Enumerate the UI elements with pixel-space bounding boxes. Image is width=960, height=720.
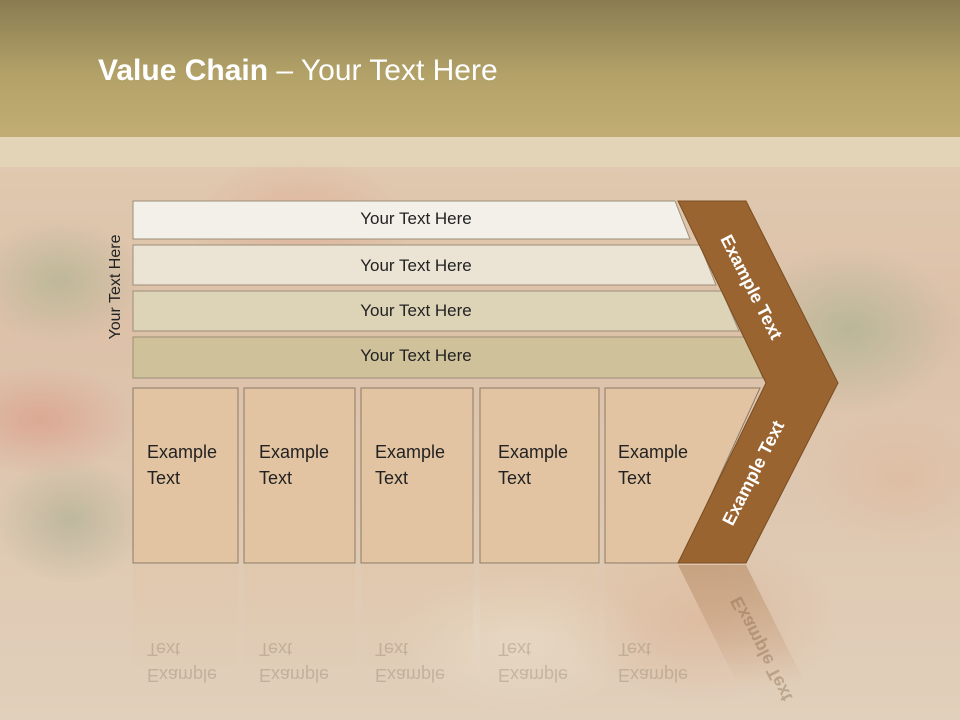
title-bold: Value Chain	[98, 54, 269, 87]
chevron-arrow	[677, 200, 839, 564]
box-3	[360, 387, 474, 564]
bar-4	[132, 336, 764, 379]
box-2-reflection	[244, 565, 355, 685]
slide-title: Value Chain – Your Text Here	[98, 54, 498, 88]
header-band	[0, 137, 960, 167]
vertical-label: Your Text Here	[107, 234, 124, 340]
box-5-reflection	[605, 565, 730, 685]
title-rest: – Your Text Here	[268, 54, 498, 87]
header-bar	[0, 0, 960, 137]
bar-2	[132, 244, 717, 286]
chevron-reflection	[678, 565, 806, 685]
bar-1	[132, 200, 691, 240]
box-3-reflection	[361, 565, 473, 685]
box-1-reflection	[133, 565, 238, 685]
bar-1-label: Your Text Here	[360, 209, 472, 228]
box-2	[243, 387, 356, 564]
box-4	[479, 387, 600, 564]
bar-2-label: Your Text Here	[360, 256, 472, 275]
bar-3-label: Your Text Here	[360, 301, 472, 320]
bar-4-label: Your Text Here	[360, 346, 472, 365]
bar-3	[132, 290, 740, 332]
box-4-reflection	[480, 565, 599, 685]
box-1	[132, 387, 239, 564]
